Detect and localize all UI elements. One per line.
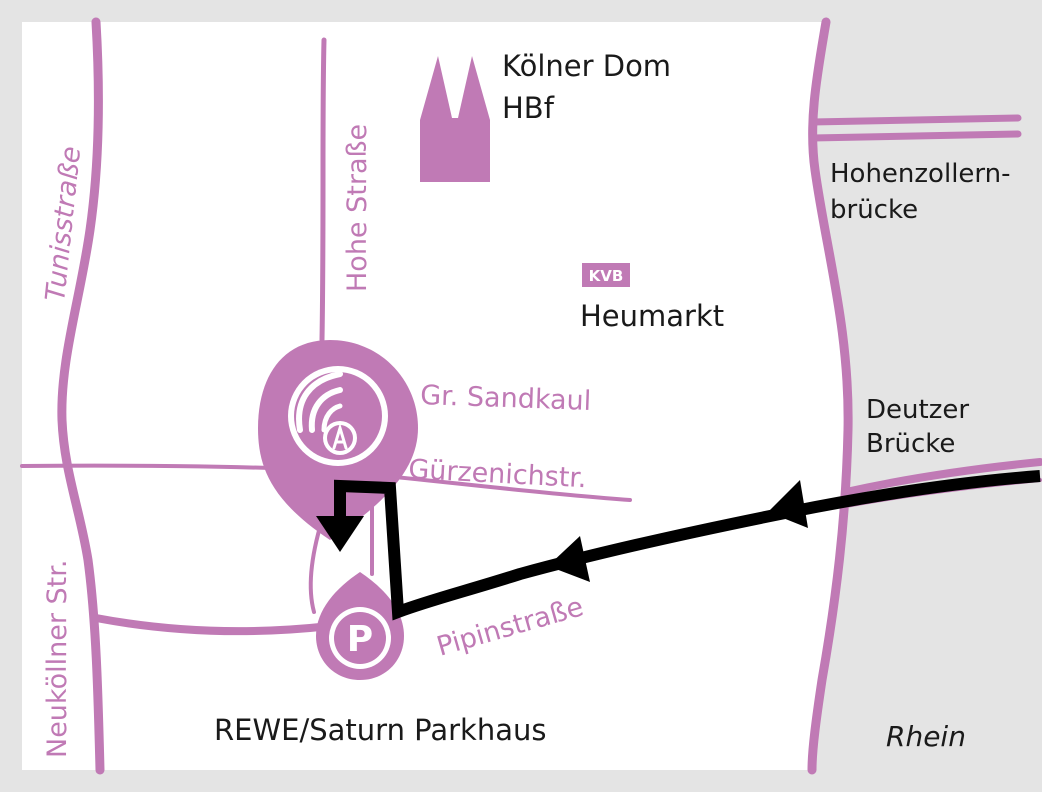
bridge-south-label-line2: Brücke [866, 429, 955, 459]
river-area [810, 22, 1042, 792]
deutzer-bridge-road [842, 458, 1042, 496]
parking-icon[interactable]: P [316, 572, 404, 680]
arrow-icon [316, 516, 364, 552]
street-label-hohe-strasse: Hohe Straße [342, 124, 373, 292]
kvb-stop-label: Heumarkt [580, 299, 724, 333]
svg-text:KVB: KVB [589, 267, 624, 285]
bridge-south-label-line1: Deutzer [866, 395, 969, 425]
bridge-north-label-line2: brücke [830, 195, 918, 225]
cathedral-icon [420, 56, 490, 182]
arrow-icon [548, 536, 590, 582]
station-label: HBf [502, 91, 555, 125]
pipinstrasse-road [92, 614, 334, 636]
river-label: Rhein [886, 720, 966, 753]
river-bank [807, 17, 853, 775]
arrow-icon [768, 480, 808, 528]
cathedral-label: Kölner Dom [502, 49, 671, 83]
parking-symbol: P [347, 619, 373, 660]
tunisstrasse-road [57, 17, 105, 775]
route-path [334, 470, 1041, 621]
hohenzollern-bridge-north [808, 114, 1022, 126]
parking-label: REWE/Saturn Parkhaus [214, 713, 547, 747]
street-label-neukoellner-strasse: Neuköllner Str. [42, 560, 73, 758]
hohe-strasse-road [319, 37, 327, 343]
hohenzollern-bridge-south [808, 130, 1022, 142]
street-label-gr-sandkaul: Gr. Sandkaul [420, 380, 592, 417]
kvb-badge: KVB [582, 263, 630, 287]
bridge-north-label-line1: Hohenzollern- [830, 159, 1011, 189]
